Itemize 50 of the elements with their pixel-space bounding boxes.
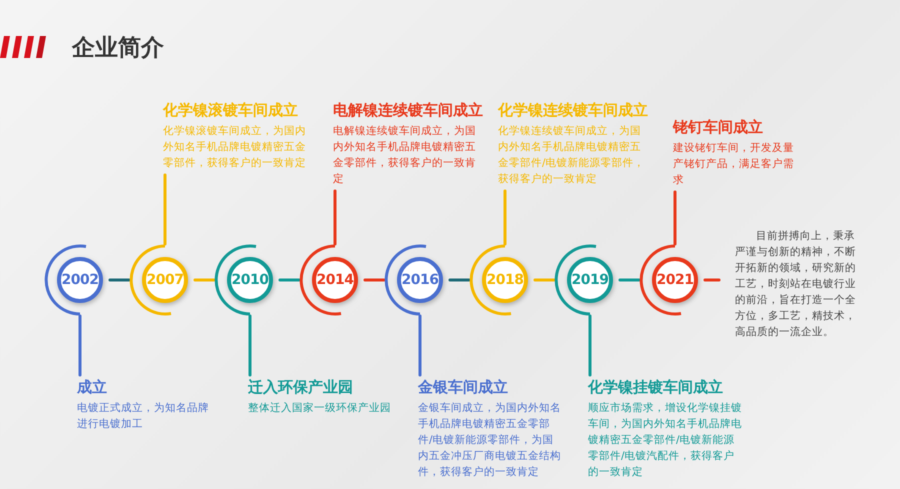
connector-line (164, 174, 166, 246)
milestone-description: 化学镍滚镀车间成立，为国内外知名手机品牌电镀精密五金零部件，获得客户的一致肯定 (163, 124, 307, 171)
connector-line (248, 314, 252, 376)
timeline-dash (364, 278, 386, 282)
year-label: 2014 (316, 271, 354, 290)
year-circle (212, 244, 276, 316)
timeline-dash (108, 278, 130, 282)
year-circle (382, 244, 446, 316)
milestone-heading: 化学镍挂镀车间成立 (588, 377, 724, 397)
milestone-description: 电解镍连续镀车间成立，为国内外知名手机品牌电镀精密五金零部件，获得客户的一致肯定 (333, 124, 477, 187)
year-circle (552, 244, 616, 316)
summary-paragraph: 目前拼搏向上，秉承严谨与创新的精神，不断开拓新的领域，研究新的工艺，时刻站在电镀行业的前沿，旨在打造一个全方位，多工艺，精技术，高品质的一流企业。 (735, 229, 857, 340)
milestone-description: 电镀正式成立，为知名品牌进行电镀加工 (77, 401, 210, 432)
timeline-dash (534, 278, 556, 282)
year-circle (42, 244, 106, 316)
year-label: 2016 (400, 271, 440, 290)
year-circle (467, 244, 531, 316)
connector-line (334, 190, 336, 246)
milestone-heading: 化学镍滚镀车间成立 (163, 100, 299, 120)
year-circle (127, 244, 191, 316)
year-circle (297, 244, 361, 316)
year-label: 2007 (146, 271, 184, 290)
connector-line (504, 190, 506, 246)
year-circle (637, 244, 701, 316)
year-label: 2021 (656, 271, 694, 290)
milestone-heading: 迁入环保产业园 (248, 377, 354, 397)
milestone-description: 建设铑钉车间，开发及量产铑钉产品，满足客户需求 (673, 141, 795, 188)
connector-line (588, 314, 592, 376)
milestone-description: 化学镍连续镀车间成立，为国内外知名手机品牌电镀精密五金零部件/电镀新能源零部件，获得客户的一致肯定 (498, 124, 646, 187)
timeline-dash (618, 278, 640, 282)
milestone-heading: 成立 (77, 377, 108, 397)
page-title: 企业简介 (72, 34, 164, 63)
timeline-dash (278, 278, 300, 282)
milestone-heading: 电解镍连续镀车间成立 (333, 100, 483, 120)
connector-line (418, 314, 422, 376)
milestone-heading: 铑钉车间成立 (673, 117, 764, 137)
year-label: 2010 (230, 271, 270, 290)
year-label: 2018 (486, 271, 524, 290)
connector-line (674, 190, 676, 246)
milestone-description: 整体迁入国家一级环保产业园 (248, 401, 392, 416)
timeline-dash (704, 278, 720, 282)
milestone-heading: 金银车间成立 (418, 377, 509, 397)
milestone-heading: 化学镍连续镀车间成立 (498, 100, 648, 120)
year-label: 2002 (60, 271, 100, 290)
year-label: 2019 (570, 271, 610, 290)
timeline-dash (448, 278, 470, 282)
milestone-description: 顺应市场需求，增设化学镍挂镀车间，为国内外知名手机品牌电镀精密五金零部件/电镀新能源零部件/电镀汽配件，获得客户的一致肯定 (588, 401, 743, 480)
timeline-dash (194, 278, 216, 282)
connector-line (78, 314, 82, 376)
milestone-description: 金银车间成立，为国内外知名手机品牌电镀精密五金零部件/电镀新能源零部件，为国内五金冲压厂商电镀五金结构件，获得客户的一致肯定 (418, 401, 562, 480)
